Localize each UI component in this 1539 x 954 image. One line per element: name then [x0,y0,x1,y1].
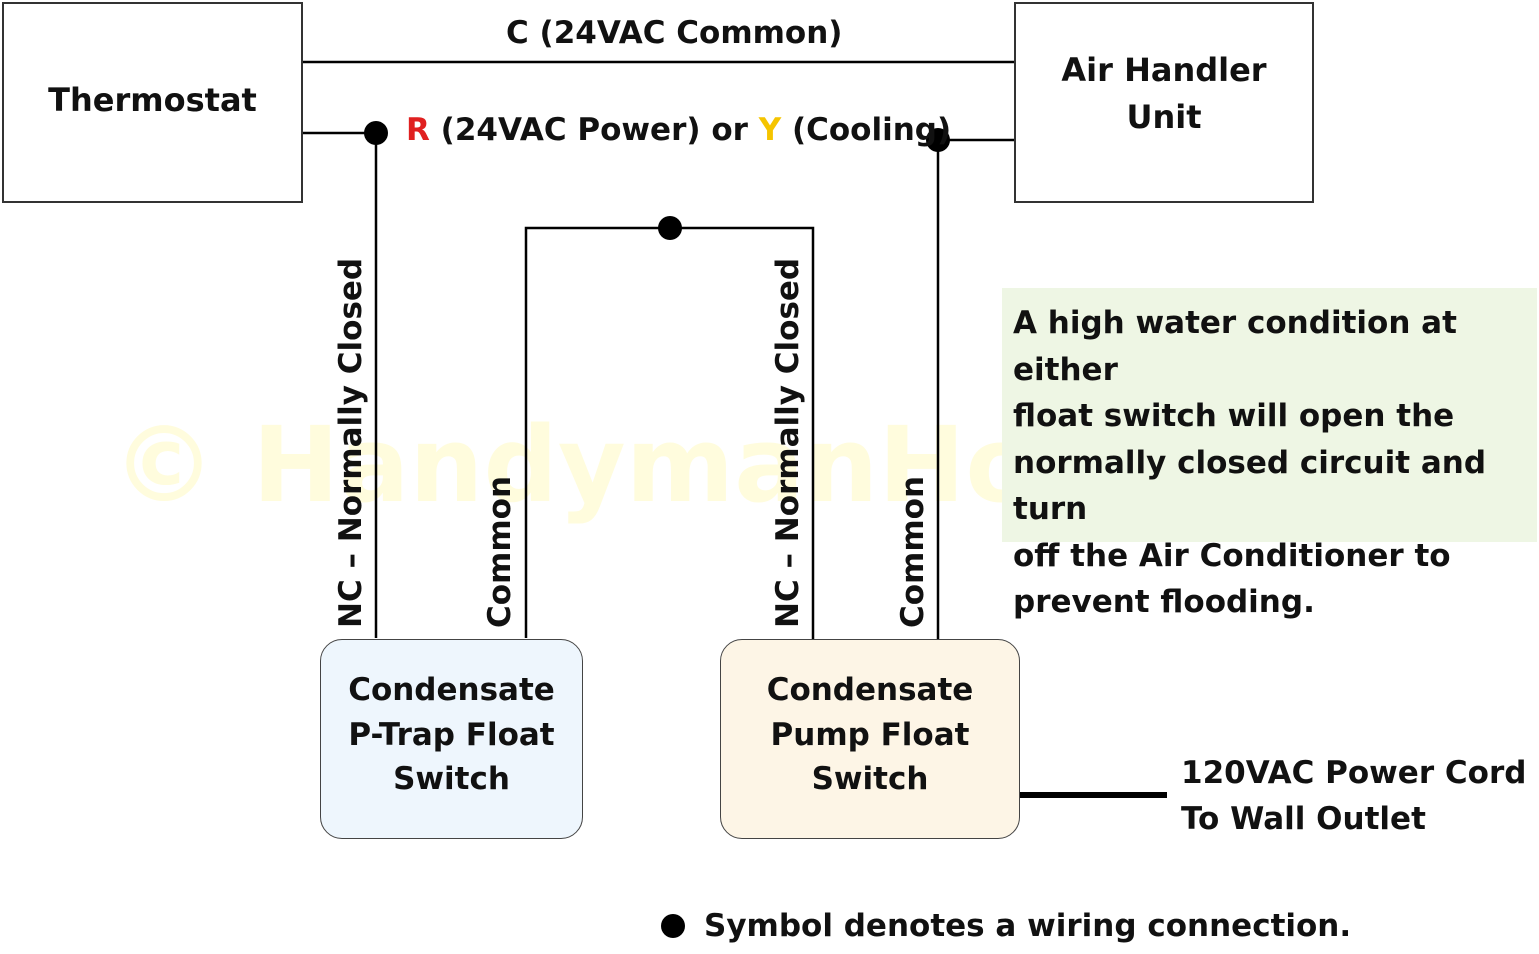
connection-dot-jumper [658,216,682,240]
ptrap-label-line1: Condensate [348,671,555,708]
air-handler-label-line2: Unit [1126,97,1202,136]
legend: Symbol denotes a wiring connection. [658,908,1351,944]
pump-label-line1: Condensate [766,671,974,708]
nc-label-ptrap: NC – Normally Closed [333,257,369,628]
note-line-5: prevent flooding. [1013,584,1315,620]
pump-float-switch-box: Condensate Pump Float Switch [720,639,1020,839]
ptrap-label-line2: P-Trap Float [348,716,555,753]
r-letter: R [406,112,430,148]
legend-text: Symbol denotes a wiring connection. [704,908,1352,944]
r-y-wire-label: R (24VAC Power) or Y (Cooling) [406,112,951,148]
ptrap-float-switch-box: Condensate P-Trap Float Switch [320,639,583,839]
pump-label-line2: Pump Float [770,716,970,753]
power-cord-line-2: To Wall Outlet [1181,801,1426,837]
note-line-2: float switch will open the [1013,398,1455,434]
power-cord-label: 120VAC Power Cord To Wall Outlet [1181,750,1526,842]
nc-label-pump: NC – Normally Closed [770,257,806,628]
common-wire-label: C (24VAC Common) [506,15,843,51]
y-letter: Y [758,112,782,148]
r-text: (24VAC Power) or [429,112,759,148]
connection-dot-r [364,121,388,145]
note-line-3: normally closed circuit and turn [1013,444,1487,528]
pump-label-line3: Switch [811,761,929,798]
power-cord-line-1: 120VAC Power Cord [1181,755,1527,791]
ptrap-label-line3: Switch [393,761,510,798]
connection-dot-air-handler [926,128,950,152]
common-label-pump: Common [895,475,931,628]
common-label-ptrap: Common [482,475,518,628]
thermostat-box: Thermostat [2,2,303,203]
air-handler-box: Air Handler Unit [1014,2,1314,203]
high-water-note: A high water condition at either float s… [1002,288,1537,620]
note-line-4: off the Air Conditioner to [1013,537,1451,574]
note-line-1: A high water condition at either [1013,305,1457,388]
air-handler-label-line1: Air Handler [1061,51,1267,90]
thermostat-label: Thermostat [48,81,257,120]
connection-dot-icon [661,914,685,938]
y-text: (Cooling) [781,112,952,148]
